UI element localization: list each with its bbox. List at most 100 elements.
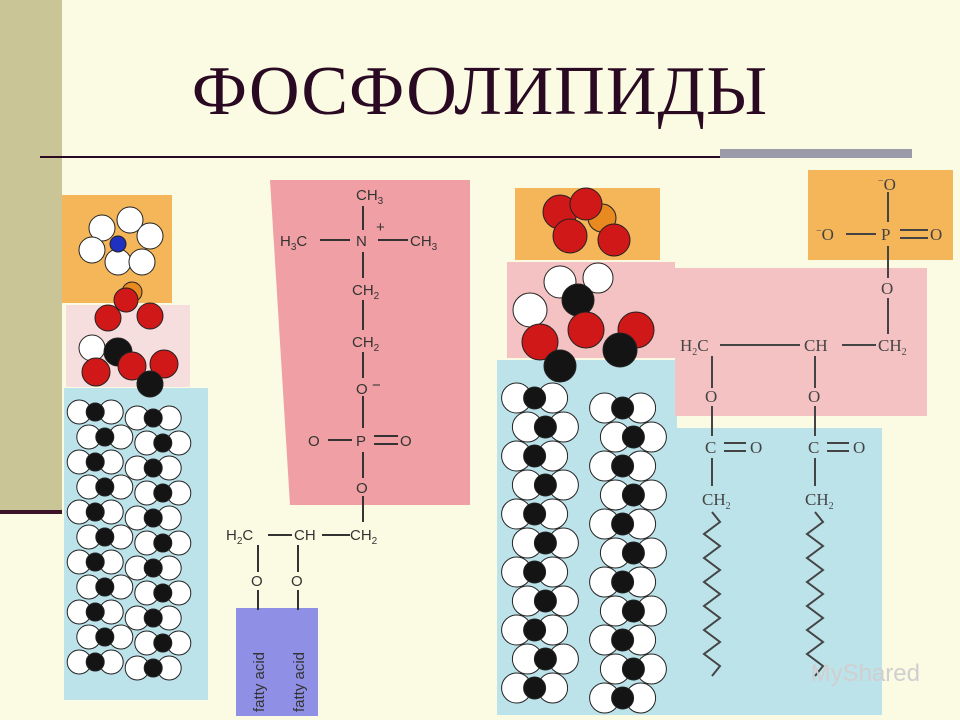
- right-formula-o-carbonyl-1: O: [750, 438, 762, 457]
- title-rule-accent: [720, 149, 912, 158]
- hydrogen-atom: [512, 292, 548, 328]
- carbon-atom: [143, 658, 163, 678]
- left-formula-ch3-right: CH3: [410, 233, 438, 253]
- oxygen-atom: [149, 349, 179, 379]
- carbon-atom: [602, 332, 638, 368]
- hydrogen-atom: [78, 334, 106, 362]
- carbon-atom: [153, 633, 173, 653]
- carbon-atom: [523, 502, 547, 526]
- watermark: MyShared: [810, 660, 920, 687]
- carbon-atom: [143, 458, 163, 478]
- carbon-atom: [621, 483, 645, 507]
- left-formula-nitrogen: N: [356, 233, 367, 250]
- right-formula-o-ester-1: O: [705, 387, 717, 406]
- title-rule: [40, 156, 912, 158]
- carbon-atom: [611, 454, 635, 478]
- carbon-atom: [153, 433, 173, 453]
- carbon-atom: [95, 477, 115, 497]
- carbon-atom: [85, 552, 105, 572]
- right-formula-c-2: C: [808, 438, 819, 457]
- carbon-atom: [143, 508, 163, 528]
- left-model-atoms: [66, 206, 192, 681]
- oxygen-atom: [569, 187, 603, 221]
- right-formula-glycerol-bg: [675, 268, 927, 416]
- carbon-atom: [621, 657, 645, 681]
- oxygen-atom: [552, 218, 588, 254]
- left-formula-minus: −: [372, 377, 381, 394]
- left-formula-head-bg: [270, 180, 470, 505]
- carbon-atom: [95, 527, 115, 547]
- left-spacefill-model: [62, 195, 208, 700]
- left-formula-o-ester-2: O: [291, 573, 303, 590]
- right-formula-phosphorus: P: [881, 225, 890, 244]
- left-formula-ch2-2: CH2: [352, 334, 380, 354]
- carbon-atom: [523, 676, 547, 700]
- right-formula-o-carbonyl-2: O: [853, 438, 865, 457]
- right-formula-ch2-tail-2: CH2: [805, 490, 834, 512]
- carbon-atom: [611, 396, 635, 420]
- carbon-atom: [611, 686, 635, 710]
- left-formula-o-bottom: O: [356, 480, 368, 497]
- carbon-atom: [621, 425, 645, 449]
- oxygen-atom: [597, 223, 631, 257]
- fatty-acid-box: [236, 608, 318, 716]
- carbon-atom: [153, 583, 173, 603]
- carbon-atom: [143, 608, 163, 628]
- right-spacefill-model: [497, 187, 677, 715]
- carbon-atom: [611, 512, 635, 536]
- carbon-atom: [85, 452, 105, 472]
- oxygen-atom: [117, 351, 147, 381]
- right-formula-ch: CH: [804, 336, 828, 355]
- carbon-atom: [85, 402, 105, 422]
- right-formula-o-top: −O: [878, 175, 896, 194]
- carbon-atom: [85, 502, 105, 522]
- oxygen-atom: [521, 323, 559, 361]
- left-formula-o-left: O: [308, 433, 320, 450]
- carbon-atom: [523, 444, 547, 468]
- page-title: ФОСФОЛИПИДЫ: [191, 53, 769, 130]
- carbon-atom: [523, 560, 547, 584]
- oxygen-atom: [567, 311, 605, 349]
- left-formula-ch2-3: CH2: [350, 527, 378, 547]
- oxygen-atom: [81, 357, 111, 387]
- carbon-atom: [533, 473, 557, 497]
- right-formula-c-1: C: [705, 438, 716, 457]
- right-formula-o-ester-2: O: [808, 387, 820, 406]
- fatty-acid-label-1: fatty acid: [251, 652, 268, 712]
- right-model-atoms: [501, 187, 667, 714]
- carbon-atom: [533, 647, 557, 671]
- left-formula-ch3-top: CH3: [356, 187, 384, 207]
- left-formula-o-minus: O: [356, 381, 368, 398]
- carbon-atom: [523, 386, 547, 410]
- left-formula-o-right: O: [400, 433, 412, 450]
- right-formula-ch2-tail-1: CH2: [702, 490, 731, 512]
- carbon-atom: [611, 570, 635, 594]
- right-formula-ch2: CH2: [878, 336, 907, 358]
- hydrogen-atom: [136, 222, 164, 250]
- left-structural-formula: CH3 H3C N + CH3 CH2 CH2 O − O P O O H2C …: [226, 180, 470, 716]
- hydrogen-atom: [78, 236, 106, 264]
- right-structural-formula: −O −O P O O H2C CH CH2 O O C O C O CH2 C…: [675, 170, 953, 715]
- fatty-acid-label-2: fatty acid: [291, 652, 308, 712]
- carbon-atom: [611, 628, 635, 652]
- left-formula-o-ester-1: O: [251, 573, 263, 590]
- carbon-atom: [95, 427, 115, 447]
- carbon-atom: [85, 602, 105, 622]
- oxygen-atom: [136, 302, 164, 330]
- left-formula-ch2-1: CH2: [352, 282, 380, 302]
- left-decor-bar: [0, 0, 62, 512]
- nitrogen-atom: [109, 235, 127, 253]
- left-formula-plus: +: [376, 219, 385, 236]
- carbon-atom: [621, 599, 645, 623]
- left-formula-h2c: H2C: [226, 527, 253, 547]
- right-formula-h2c: H2C: [680, 336, 709, 358]
- carbon-atom: [85, 652, 105, 672]
- right-formula-o-double: O: [930, 225, 942, 244]
- carbon-atom: [153, 483, 173, 503]
- left-decor-line: [0, 510, 62, 514]
- carbon-atom: [136, 370, 164, 398]
- carbon-atom: [95, 627, 115, 647]
- left-formula-h3c: H3C: [280, 233, 307, 253]
- hydrogen-atom: [128, 248, 156, 276]
